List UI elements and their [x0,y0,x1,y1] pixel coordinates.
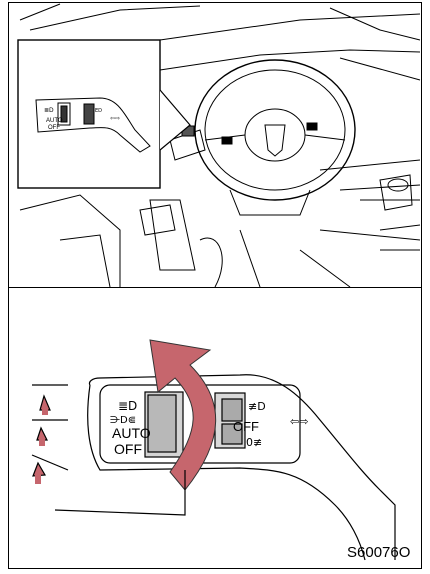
fog-off-label: OFF [233,420,259,433]
auto-label: AUTO [112,426,151,440]
figure-code: S60076O [347,545,410,560]
off-label: OFF [114,442,142,456]
svg-text:0≢: 0≢ [246,436,262,449]
svg-text:⇦⇨: ⇦⇨ [290,415,308,428]
svg-text:≢D: ≢D [248,400,266,413]
svg-text:≣D: ≣D [118,399,137,413]
